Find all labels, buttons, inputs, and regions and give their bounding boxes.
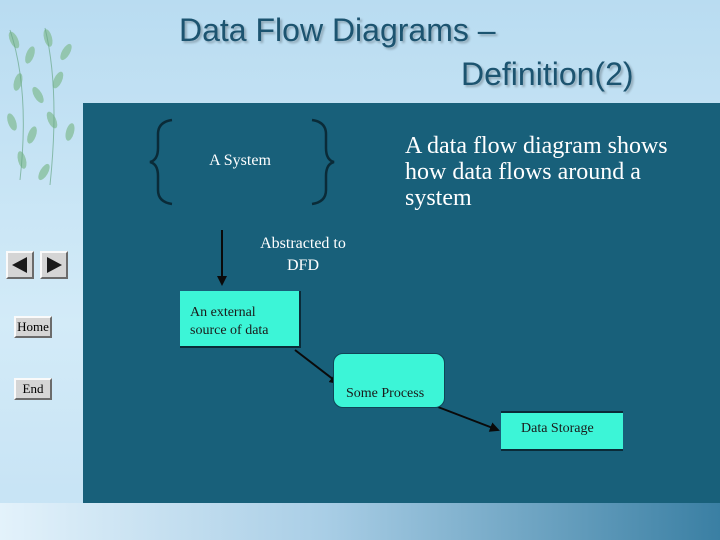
title-line-1: Data Flow Diagrams – (179, 12, 496, 48)
data-storage-node: Data Storage (501, 411, 623, 451)
page-title: Data Flow Diagrams – Definition(2) (175, 8, 675, 96)
right-brace (311, 118, 335, 206)
flow-arrow-to-process (294, 349, 340, 385)
external-source-line-1: An external (190, 305, 256, 320)
description-text: A data flow diagram shows how data flows… (405, 133, 668, 211)
next-slide-button[interactable] (40, 251, 68, 279)
triangle-left-icon (12, 257, 27, 273)
left-brace (149, 118, 173, 206)
leaf-pattern-decoration (7, 27, 75, 186)
process-node: Some Process (333, 353, 445, 408)
title-line-2: Definition(2) (461, 56, 634, 92)
external-source-line-2: source of data (190, 323, 269, 338)
triangle-right-icon (47, 257, 62, 273)
home-button[interactable]: Home (14, 316, 52, 338)
previous-slide-button[interactable] (6, 251, 34, 279)
abstraction-label-line-1: Abstracted to (260, 235, 346, 252)
end-button[interactable]: End (14, 378, 52, 400)
external-source-node: An external source of data (180, 291, 301, 348)
flow-arrow-to-storage (437, 406, 500, 432)
abstraction-label-line-2: DFD (286, 257, 319, 274)
abstraction-label: Abstracted to DFD (243, 233, 363, 277)
storage-label: Data Storage (521, 421, 594, 436)
process-label: Some Process (346, 386, 425, 401)
system-label: A System (209, 152, 271, 169)
bottom-band (0, 503, 720, 540)
